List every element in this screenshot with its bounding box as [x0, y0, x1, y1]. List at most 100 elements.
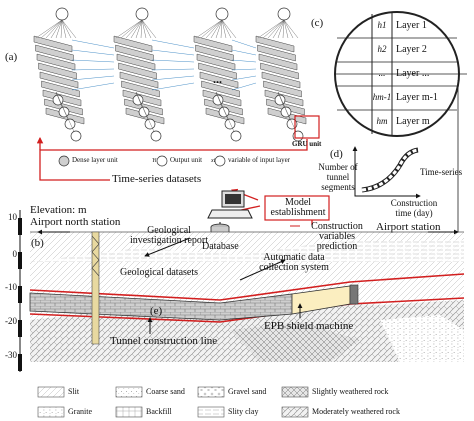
soil-legend-label: Moderately weathered rock	[312, 407, 400, 416]
soil-swatch	[115, 406, 143, 418]
output-unit-node	[55, 7, 69, 21]
network-edge	[45, 19, 63, 39]
network-edge	[141, 19, 147, 39]
layer-name-label: Layer ...	[396, 68, 430, 79]
input-unit-node	[150, 130, 162, 142]
network-edge	[283, 19, 294, 39]
network-edge	[195, 19, 223, 39]
dense-layer-slab	[260, 62, 299, 80]
network-edge	[61, 19, 72, 39]
output-unit-node	[277, 7, 291, 21]
network-edge	[205, 19, 223, 39]
dense-layer-slab	[39, 71, 79, 89]
legend-output-symbol: Yi	[152, 158, 157, 164]
network-edge	[282, 19, 285, 39]
dense-layer-slab	[41, 80, 80, 98]
network-edge	[141, 19, 152, 39]
arrow-collection	[239, 259, 286, 281]
automatic-collection-label: Automatic data collection system	[259, 252, 329, 273]
input-unit-node	[218, 106, 230, 118]
elevation-label: Elevation: m	[30, 204, 87, 216]
network-edge	[272, 19, 285, 39]
soil-legend	[37, 386, 309, 418]
network-edge	[220, 19, 223, 39]
soil-swatch	[115, 386, 143, 398]
segments-y-label: Number of tunnel segments	[318, 162, 358, 192]
network-edge	[221, 19, 232, 39]
recurrent-edge	[151, 59, 195, 63]
soil-swatch	[197, 406, 225, 418]
gru-unit-label: GRU unit	[292, 140, 322, 148]
panel-label-e: (e)	[150, 305, 163, 317]
gru-network	[33, 7, 307, 142]
network-edge	[283, 19, 289, 39]
network-edge	[141, 19, 157, 39]
dense-layer-slab	[261, 71, 301, 89]
panel-label-c: (c)	[311, 17, 324, 29]
arrow-datasets	[144, 237, 191, 257]
network-edge	[267, 19, 285, 39]
legend-output-label: Output unit	[170, 156, 203, 164]
geological-report-label: Geological investigation report	[129, 225, 209, 246]
network-edge	[55, 19, 63, 39]
network-edge	[277, 19, 285, 39]
layer-thickness-label: h2	[377, 44, 387, 54]
network-edge	[61, 19, 77, 39]
network-edge	[262, 19, 285, 39]
layer-thickness-label: hm	[376, 116, 388, 126]
legend-dense-label: Dense layer unit	[72, 156, 118, 164]
recurrent-edge	[71, 49, 115, 56]
dense-layer-slab	[258, 53, 298, 71]
network-edge	[210, 19, 223, 39]
layer-name-label: Layer 1	[396, 20, 427, 31]
dense-layer-slab	[38, 62, 77, 80]
dense-unit-icon	[58, 155, 70, 167]
dense-layer-slab	[263, 80, 302, 98]
dense-layer-slab	[201, 80, 240, 98]
layer-name-label: Layer m	[396, 116, 430, 127]
time-series-datasets-label: Time-series datasets	[112, 173, 202, 185]
construction-prediction-label: Construction variables prediction	[311, 221, 363, 252]
segments-x-label: Construction time (day)	[390, 198, 438, 218]
input-unit-node	[64, 118, 76, 130]
layer-thickness-label: hm-1	[372, 92, 392, 102]
dense-layer-slab	[121, 80, 160, 98]
output-unit-node	[215, 7, 229, 21]
cutter-head	[349, 284, 359, 305]
network-edge	[40, 19, 63, 39]
recurrent-edge	[71, 82, 115, 91]
network-edge	[221, 19, 237, 39]
recurrent-edge	[231, 75, 257, 81]
network-edge	[115, 19, 143, 39]
dense-layer-slab	[33, 35, 73, 53]
recurrent-edge	[231, 68, 257, 71]
dense-layer-slab	[255, 35, 295, 53]
drill-rig-icon	[91, 231, 100, 345]
soil-swatch	[37, 386, 65, 398]
dense-layer-slab	[195, 44, 234, 62]
segments-series-label: Time-series	[420, 167, 463, 177]
airport-station-label: Airport station	[376, 221, 441, 233]
soil-swatch	[281, 386, 309, 398]
layer-thickness-label: ...	[378, 68, 386, 78]
soil-swatch	[37, 406, 65, 418]
model-box	[264, 195, 330, 221]
network-edge	[61, 19, 67, 39]
y-tick-minus-30: -30	[5, 350, 17, 360]
layer-name-label: Layer m-1	[396, 92, 438, 103]
recurrent-edge	[231, 49, 257, 56]
dense-layer-slab	[193, 35, 233, 53]
network-edge	[257, 19, 285, 39]
recurrent-edge	[71, 39, 115, 49]
recurrent-edge	[231, 39, 257, 49]
soil-legend-label: Slity clay	[228, 407, 259, 416]
recurrent-edge	[71, 59, 115, 63]
soil-legend-label: Gravel sand	[228, 387, 267, 396]
soil-legend-label: Slit	[68, 387, 80, 396]
soil-legend-label: Granite	[68, 407, 92, 416]
dense-layer-slab	[35, 44, 74, 62]
network-edge	[55, 91, 77, 137]
network-edge	[35, 19, 63, 39]
network-edge	[215, 19, 223, 39]
